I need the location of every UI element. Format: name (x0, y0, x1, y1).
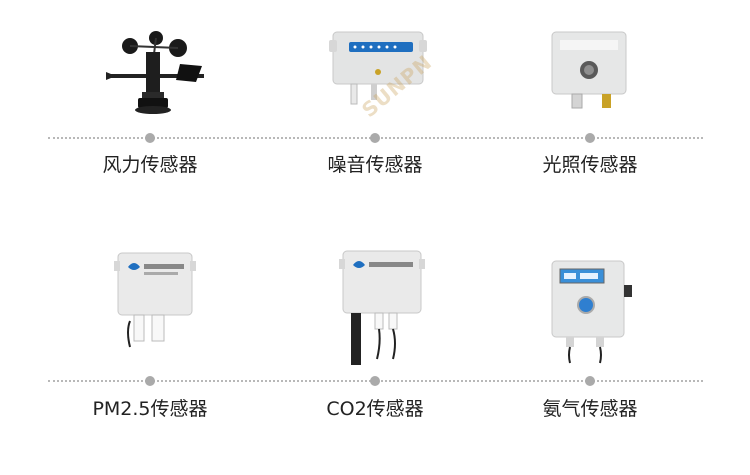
product-label: CO2传感器 (326, 398, 424, 420)
product-card-pm25[interactable]: PM2.5传感器 (30, 237, 270, 475)
light-sensor-box-icon (551, 31, 627, 109)
divider-dot (585, 133, 595, 143)
anemometer-icon (106, 31, 204, 114)
pm25-sensor-box-icon (114, 252, 196, 348)
ammonia-sensor-box-icon (551, 260, 632, 364)
product-card-noise[interactable]: 噪音传感器 (255, 0, 495, 237)
noise-sensor-box-icon (329, 31, 427, 105)
co2-sensor-box-icon (339, 250, 425, 365)
divider-dot (585, 376, 595, 386)
divider-dot (370, 376, 380, 386)
product-card-ammonia[interactable]: 氨气传感器 (470, 237, 710, 475)
product-card-co2[interactable]: CO2传感器 (255, 237, 495, 475)
product-label: 风力传感器 (102, 154, 198, 176)
product-row-2: PM2.5传感器 CO2传感器 (0, 237, 750, 475)
product-label: 氨气传感器 (542, 398, 638, 420)
product-card-light[interactable]: 光照传感器 (470, 0, 710, 237)
product-row-1: 风力传感器 噪音传感器 光照传感器 (0, 0, 750, 237)
divider-dot (370, 133, 380, 143)
product-label: PM2.5传感器 (92, 398, 208, 420)
divider-dot (145, 133, 155, 143)
divider-dot (145, 376, 155, 386)
product-label: 噪音传感器 (327, 154, 423, 176)
product-card-wind[interactable]: 风力传感器 (30, 0, 270, 237)
product-label: 光照传感器 (542, 154, 638, 176)
